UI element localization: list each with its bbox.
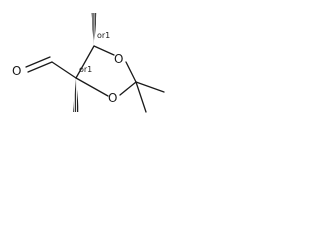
bond-cho-o-double-2 — [25, 56, 51, 68]
atom-ring-oxygen-upper: O — [114, 52, 123, 66]
hashed-bond-c5-methyl — [91, 13, 97, 46]
bond-c5-o1 — [93, 45, 115, 56]
bond-cho-o-double-1 — [27, 61, 53, 73]
atom-ring-oxygen-lower: O — [108, 91, 117, 105]
bond-c4-c5 — [75, 45, 95, 79]
bond-o3-c4 — [75, 77, 109, 97]
atom-aldehyde-oxygen: O — [12, 64, 21, 78]
bond-o1-c2 — [125, 61, 137, 83]
bond-c4-cho — [51, 61, 77, 79]
stereo-label-c5: or1 — [97, 31, 110, 40]
bond-c2-methyl-right — [135, 81, 165, 93]
structure-diagram: O O O or1 or1 — [12, 13, 165, 113]
hashed-bond-c4-methyl — [73, 78, 79, 112]
stereo-label-c4: or1 — [79, 65, 92, 74]
bond-c2-methyl-down — [135, 81, 147, 113]
bond-c2-o3 — [119, 81, 137, 96]
